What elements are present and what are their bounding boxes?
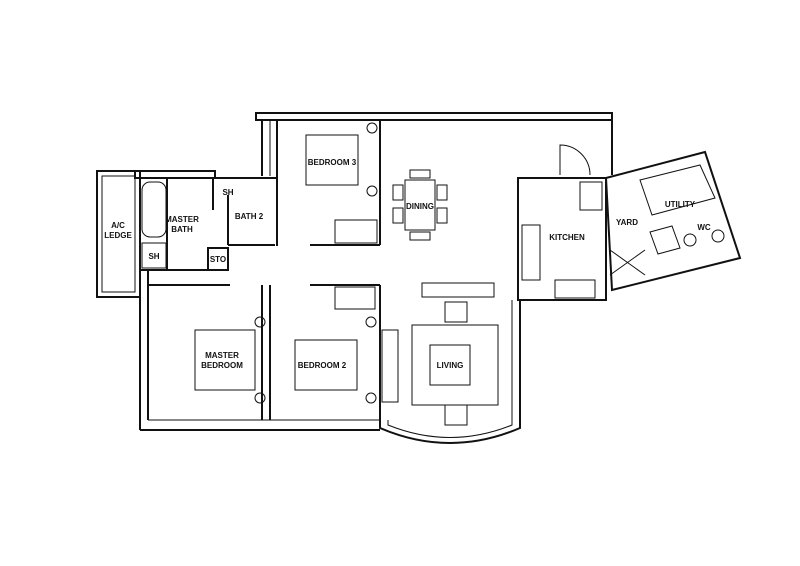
label-utility: UTILITY: [665, 200, 696, 209]
label-master-bath-2: BATH: [171, 225, 193, 234]
label-kitchen: KITCHEN: [549, 233, 585, 242]
label-sh-1: SH: [148, 252, 159, 261]
label-wc: WC: [697, 223, 711, 232]
label-bedroom-2: BEDROOM 2: [298, 361, 347, 370]
label-ac-ledge-2: LEDGE: [104, 231, 132, 240]
walls: [96, 112, 742, 444]
label-store: STO: [210, 255, 226, 264]
label-dining: DINING: [406, 202, 434, 211]
label-ac-ledge-1: A/C: [111, 221, 125, 230]
label-bedroom-3: BEDROOM 3: [308, 158, 357, 167]
label-master-bath-1: MASTER: [165, 215, 199, 224]
label-master-bedroom-1: MASTER: [205, 351, 239, 360]
label-bath-2: BATH 2: [235, 212, 264, 221]
label-living: LIVING: [437, 361, 464, 370]
room-labels: A/C LEDGE MASTER BATH SH SH BATH 2 STO B…: [104, 158, 711, 370]
label-sh-2: SH: [222, 188, 233, 197]
label-master-bedroom-2: BEDROOM: [201, 361, 243, 370]
label-yard: YARD: [616, 218, 638, 227]
